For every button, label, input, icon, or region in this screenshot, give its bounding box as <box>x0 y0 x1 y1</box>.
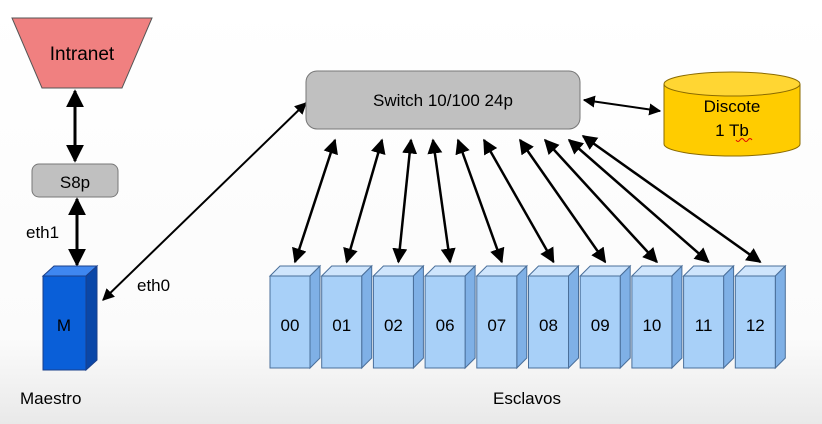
slave-node-06: 06 <box>423 264 477 370</box>
slave-node-10: 10 <box>630 264 684 370</box>
slave-label-02: 02 <box>384 316 403 335</box>
switch-label: Switch 10/100 24p <box>373 91 513 110</box>
slave-node-01: 01 <box>320 264 373 370</box>
master-label: M <box>57 316 71 335</box>
switch-slave-link-01 <box>343 138 386 264</box>
switch-disk-link <box>582 95 662 116</box>
eth0-label: eth0 <box>137 276 170 295</box>
slave-label-09: 09 <box>591 316 610 335</box>
slave-label-07: 07 <box>487 316 506 335</box>
disk-label-line1: Discote <box>704 97 761 116</box>
slave-label-12: 12 <box>746 316 765 335</box>
slave-node-08: 08 <box>527 264 580 370</box>
slave-node-09: 09 <box>578 264 632 370</box>
switch-slave-link-12 <box>581 134 762 264</box>
eth1-label: eth1 <box>26 223 59 242</box>
slave-label-11: 11 <box>695 316 713 335</box>
slave-label-01: 01 <box>332 316 351 335</box>
eth0-link <box>102 102 307 301</box>
master-caption: Maestro <box>20 389 81 408</box>
master-node <box>41 264 99 372</box>
switch-box <box>305 70 581 130</box>
slave-label-00: 00 <box>281 316 300 335</box>
intranet-shape <box>11 17 153 89</box>
switch-slave-links <box>292 134 762 264</box>
switch-slave-link-06 <box>427 138 456 264</box>
slave-label-08: 08 <box>539 316 558 335</box>
slave-label-06: 06 <box>436 316 455 335</box>
slave-node-12: 12 <box>734 264 787 370</box>
slave-node-07: 07 <box>475 264 529 370</box>
slaves-caption: Esclavos <box>493 389 561 408</box>
intranet-label: Intranet <box>50 44 115 65</box>
slave-node-11: 11 <box>682 264 735 370</box>
s8p-label: S8p <box>60 173 90 192</box>
slave-label-10: 10 <box>642 316 661 335</box>
slave-node-00: 00 <box>268 264 322 370</box>
disk-label-line2: 1 Tb <box>715 121 749 140</box>
switch-slave-link-00 <box>292 138 338 264</box>
slave-node-02: 02 <box>372 264 425 370</box>
slave-nodes: 00 01 02 06 07 08 09 10 11 12 <box>268 264 787 370</box>
switch-slave-link-02 <box>392 138 418 264</box>
